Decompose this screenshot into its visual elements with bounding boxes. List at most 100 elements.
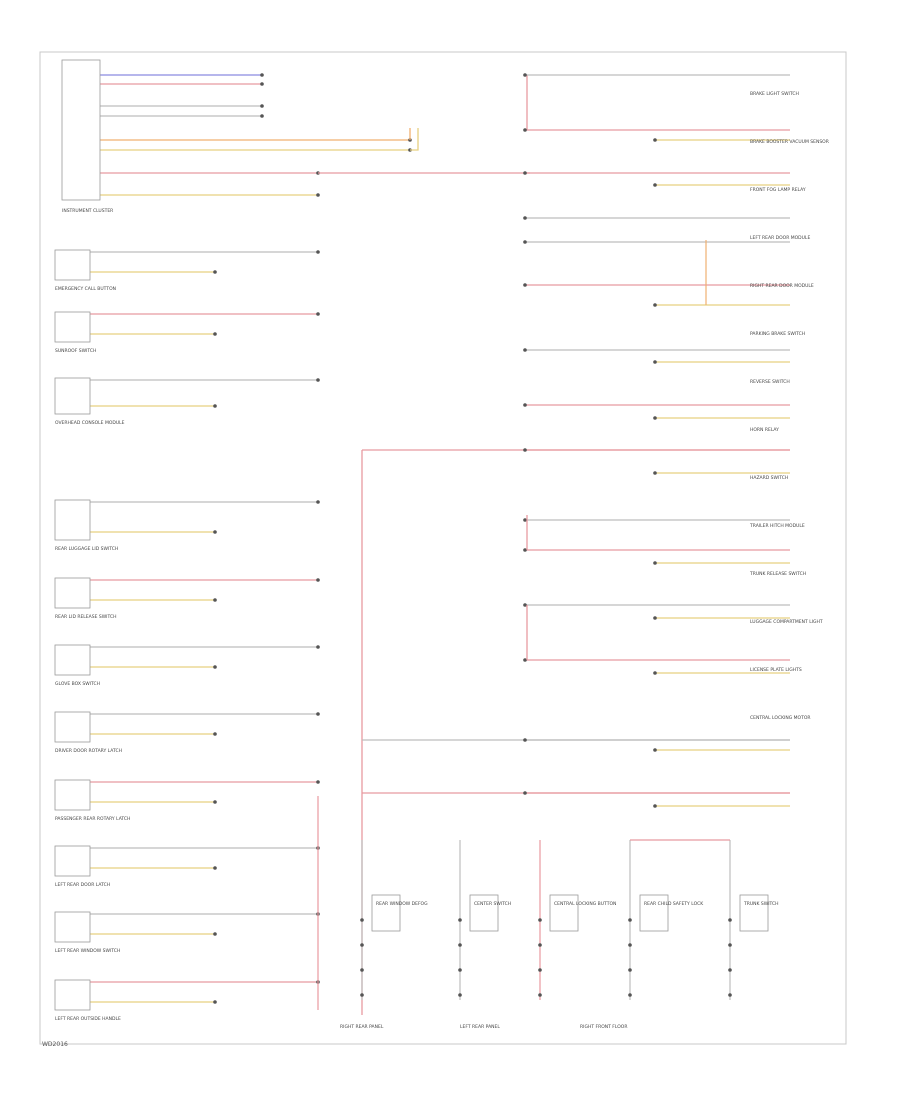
bottom-component-box-1 [469, 894, 499, 932]
bottom-pin [728, 918, 732, 922]
bottom-component-box-3 [639, 894, 669, 932]
right-wire-pin [523, 73, 527, 77]
bottom-pin [628, 943, 632, 947]
left-wire-b-pin [213, 800, 217, 804]
right-component-label-10: TRUNK RELEASE SWITCH [749, 571, 806, 577]
bottom-component-label-0: REAR WINDOW DEFOG [376, 901, 428, 907]
right-wire-pin [653, 416, 657, 420]
left-wire-a-pin [316, 500, 320, 504]
bottom-component-box-2 [549, 894, 579, 932]
right-component-label-3: LEFT REAR DOOR MODULE [750, 235, 810, 241]
bottom-pin [538, 968, 542, 972]
left-component-label-1: EMERGENCY CALL BUTTON [55, 286, 116, 292]
right-wire-pin [523, 548, 527, 552]
right-component-label-12: LICENSE PLATE LIGHTS [750, 667, 802, 673]
bottom-pin [628, 918, 632, 922]
cluster-wire-pin [260, 73, 264, 77]
right-component-label-5: PARKING BRAKE SWITCH [750, 331, 805, 337]
bottom-component-label-2: CENTRAL LOCKING BUTTON [554, 901, 616, 907]
cluster-wire-pin [260, 114, 264, 118]
left-wire-a-pin [316, 712, 320, 716]
right-wire-pin [523, 283, 527, 287]
ground-label-0: RIGHT REAR PANEL [340, 1024, 384, 1030]
left-wire-a-pin [316, 780, 320, 784]
left-component-box-1 [54, 311, 91, 343]
bottom-pin [360, 968, 364, 972]
right-wire-pin [523, 240, 527, 244]
right-wire-pin [653, 561, 657, 565]
left-wire-b-pin [213, 598, 217, 602]
left-component-box-9 [54, 911, 91, 943]
left-component-box-4 [54, 577, 91, 609]
left-component-label-6: GLOVE BOX SWITCH [55, 681, 100, 687]
bottom-pin [360, 943, 364, 947]
left-component-label-2: SUNROOF SWITCH [55, 348, 96, 354]
bottom-pin [628, 968, 632, 972]
bottom-component-box-0 [371, 894, 401, 932]
cluster-wire-pin [260, 82, 264, 86]
right-wire-pin [523, 403, 527, 407]
bottom-pin [458, 968, 462, 972]
right-component-label-2: FRONT FOG LAMP RELAY [750, 187, 806, 193]
left-component-box-10 [54, 979, 91, 1011]
left-wire-a-pin [316, 250, 320, 254]
bottom-component-label-4: TRUNK SWITCH [743, 901, 779, 907]
ground-label-1: LEFT REAR PANEL [460, 1024, 500, 1030]
bottom-pin [360, 918, 364, 922]
right-wire-pin [523, 128, 527, 132]
left-component-box-6 [54, 711, 91, 743]
right-component-label-6: REVERSE SWITCH [750, 379, 790, 385]
right-component-label-4: RIGHT REAR DOOR MODULE [750, 283, 814, 289]
bottom-pin [538, 993, 542, 997]
right-wire-pin [653, 671, 657, 675]
right-component-label-7: HORN RELAY [750, 427, 779, 433]
right-component-label-9: TRAILER HITCH MODULE [749, 523, 805, 529]
bottom-pin [458, 993, 462, 997]
right-wire-pin [523, 791, 527, 795]
bottom-pin [728, 943, 732, 947]
bottom-pin [628, 993, 632, 997]
bottom-component-label-3: REAR CHILD SAFETY LOCK [644, 901, 704, 907]
page-id: WD2016 [42, 1041, 68, 1048]
right-component-label-13: CENTRAL LOCKING MOTOR [750, 715, 811, 721]
left-component-label-10: LEFT REAR WINDOW SWITCH [55, 948, 120, 954]
left-wire-a-pin [316, 378, 320, 382]
right-wire-pin [523, 348, 527, 352]
left-component-label-5: REAR LID RELEASE SWITCH [55, 614, 117, 620]
left-component-box-5 [54, 644, 91, 676]
right-wire-pin [653, 138, 657, 142]
right-wire-pin [653, 303, 657, 307]
cluster-wire-pin [260, 104, 264, 108]
right-wire-pin [653, 616, 657, 620]
cluster-wire-pin [316, 193, 320, 197]
left-wire-b-pin [213, 1000, 217, 1004]
left-component-box-0 [54, 249, 91, 281]
right-wire-pin [523, 603, 527, 607]
right-wire-pin [653, 748, 657, 752]
bottom-pin [728, 968, 732, 972]
left-wire-b-pin [213, 932, 217, 936]
left-wire-b-pin [213, 404, 217, 408]
bottom-pin [538, 918, 542, 922]
bottom-pin [458, 918, 462, 922]
left-component-label-3: OVERHEAD CONSOLE MODULE [55, 420, 125, 426]
right-wire-pin [653, 804, 657, 808]
right-wire-pin [523, 448, 527, 452]
left-wire-b-pin [213, 332, 217, 336]
instrument-cluster-box [61, 59, 101, 201]
left-component-label-11: LEFT REAR OUTSIDE HANDLE [55, 1016, 121, 1022]
left-component-box-3 [54, 499, 91, 541]
left-wire-b-pin [213, 270, 217, 274]
left-component-label-7: DRIVER DOOR ROTARY LATCH [55, 748, 122, 754]
wires [90, 73, 790, 1015]
left-component-label-8: PASSENGER REAR ROTARY LATCH [55, 816, 130, 822]
right-wire-pin [523, 518, 527, 522]
left-wire-b-pin [213, 665, 217, 669]
right-component-label-11: LUGGAGE COMPARTMENT LIGHT [750, 619, 823, 625]
left-component-box-2 [54, 377, 91, 415]
bottom-pin [458, 943, 462, 947]
bottom-pin [538, 943, 542, 947]
left-component-box-8 [54, 845, 91, 877]
